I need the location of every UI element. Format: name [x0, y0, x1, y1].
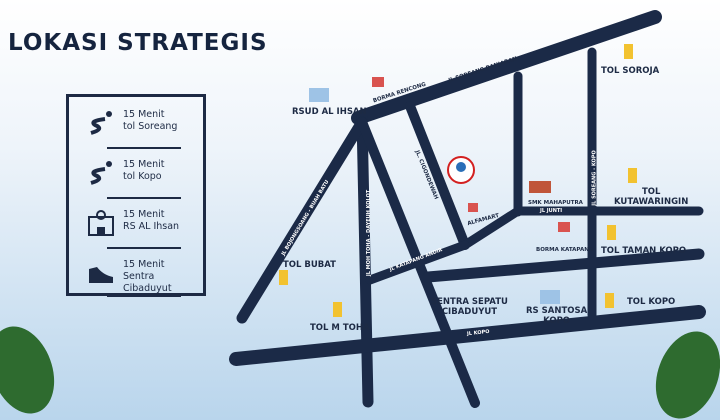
travel-destination: tol Soreang — [123, 121, 178, 132]
label-line: SENTRA SEPATU — [431, 297, 508, 307]
road-junti-link — [460, 206, 523, 250]
school-logo — [447, 156, 475, 184]
label-tol-bubat: TOL BUBAT — [283, 260, 336, 270]
hospital-icon — [88, 210, 114, 236]
road-katapang-andir — [365, 240, 470, 285]
toll-gate-icon — [333, 302, 342, 317]
divider — [107, 197, 181, 199]
label-line: RS SANTOSA — [526, 306, 588, 316]
label-rsud: RSUD AL IHSAN — [292, 107, 367, 117]
store-icon — [372, 77, 384, 87]
divider — [107, 147, 181, 149]
label-tol-m-toha: TOL M TOHA — [310, 323, 370, 333]
road-soreang-banjaran — [351, 10, 662, 125]
travel-time: 15 Menit — [123, 259, 165, 270]
hospital-icon — [540, 290, 560, 304]
label-tol-taman-kopo: TOL TAMAN KOPO — [601, 246, 687, 256]
toll-gate-icon — [279, 270, 288, 285]
divider — [107, 247, 181, 249]
label-borma-katapang: BORMA KATAPANG — [536, 247, 594, 253]
store-icon — [468, 203, 478, 212]
toll-gate-icons — [279, 44, 637, 317]
label-line: TOL — [641, 187, 661, 197]
road-pin-icon — [90, 111, 112, 135]
label-line: CIBADUYUT — [441, 307, 498, 317]
road-taman-kopo — [422, 248, 705, 283]
travel-destination: RS AL Ihsan — [123, 221, 180, 232]
travel-time: 15 Menit — [123, 109, 165, 120]
page-title: LOKASI STRATEGIS — [8, 30, 268, 56]
toll-gate-icon — [607, 225, 616, 240]
shoe-icon — [89, 267, 113, 283]
road-label-junti: JL JUNTI — [540, 208, 563, 214]
leaf-decoration — [0, 326, 720, 419]
road-label-moh-toha: JL MOH TOHA - DAYEUH KOLOT — [366, 189, 373, 277]
label-smk: SMK MAHAPUTRA — [528, 200, 583, 206]
toll-gate-icon — [624, 44, 633, 59]
road-moh-toha — [356, 112, 374, 408]
label-tol-kopo: TOL KOPO — [627, 297, 676, 307]
road-bojongsoang — [236, 116, 368, 324]
label-line: KOPO — [543, 316, 571, 326]
toll-gate-icon — [628, 168, 637, 183]
travel-destination: Sentra Cibaduyut — [123, 271, 172, 294]
building-icons — [372, 77, 570, 232]
hospital-icon — [309, 88, 329, 102]
travel-time: 15 Menit — [123, 159, 165, 170]
label-line: KUTAWARINGIN — [614, 197, 689, 207]
travel-time: 15 Menit — [123, 209, 165, 220]
road-kopo — [229, 305, 706, 366]
toll-gate-icon — [605, 293, 614, 308]
divider — [107, 295, 181, 297]
road-label-soreang-kopo: JL SOREANG - KOPO — [591, 150, 598, 206]
travel-destination: tol Kopo — [123, 171, 162, 182]
road-pin-icon — [90, 161, 112, 185]
label-tol-soroja: TOL SOROJA — [601, 66, 660, 76]
school-icon — [529, 181, 551, 193]
road-cigondewah — [405, 101, 470, 250]
store-icon — [558, 222, 570, 232]
hospital-icons — [309, 88, 560, 304]
